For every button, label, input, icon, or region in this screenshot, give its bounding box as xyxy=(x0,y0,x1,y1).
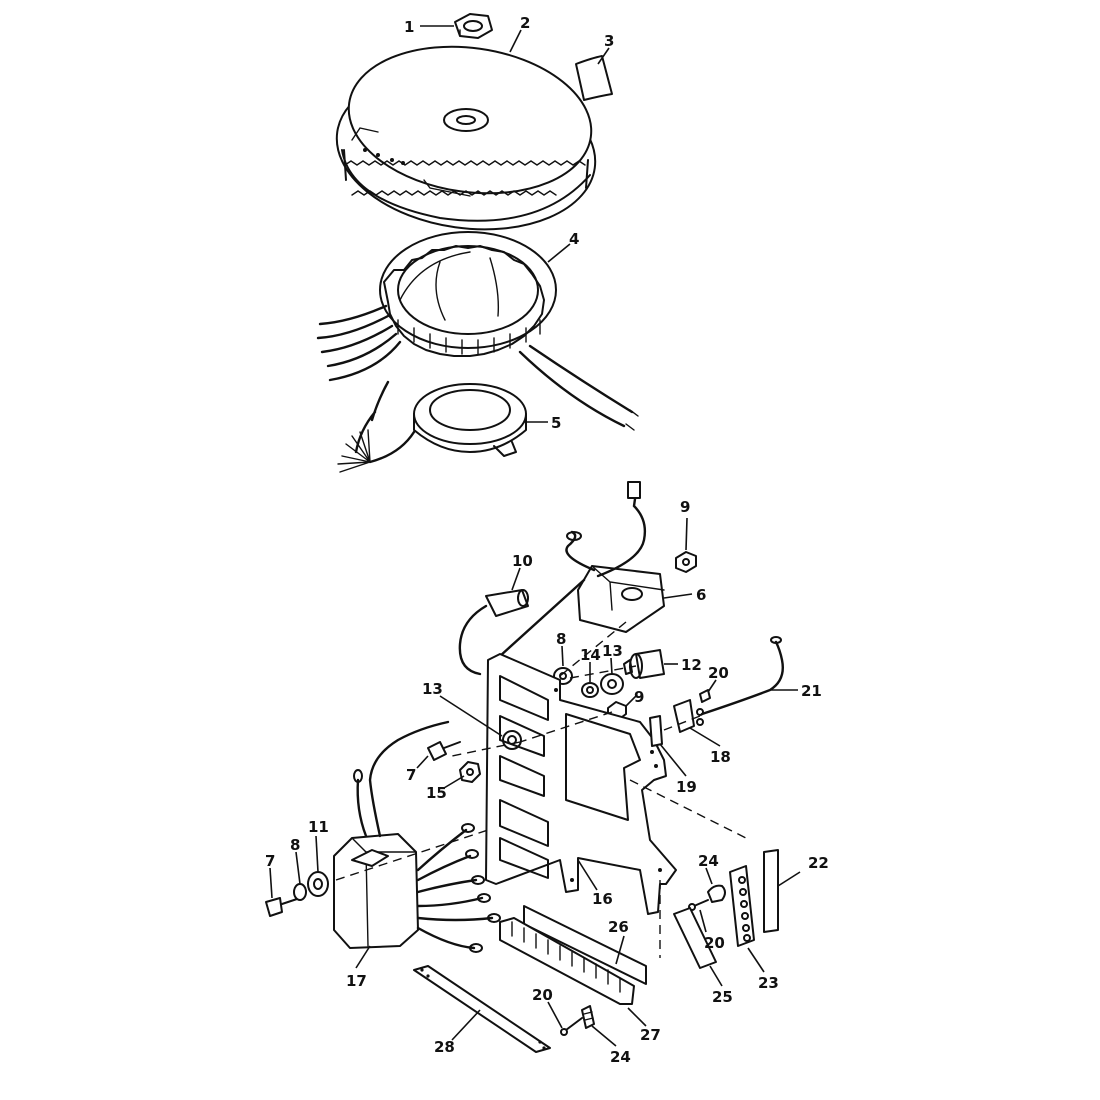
callout-9-middle: 9 xyxy=(634,688,644,706)
part-7-bolt-lower xyxy=(265,897,301,917)
part-2-flywheel xyxy=(335,45,597,231)
callout-13-upper: 13 xyxy=(602,642,623,660)
callout-15: 15 xyxy=(426,784,447,802)
part-12-temperature-sensor xyxy=(623,649,665,679)
callout-labels: 1 2 3 4 5 9 10 6 8 14 13 12 20 21 9 13 7… xyxy=(265,14,829,1066)
part-3-decal xyxy=(575,55,613,101)
callout-17: 17 xyxy=(346,972,367,990)
callout-18: 18 xyxy=(710,748,731,766)
callout-19: 19 xyxy=(676,778,697,796)
callout-7-upper: 7 xyxy=(406,766,416,784)
callout-8-upper: 8 xyxy=(556,630,566,648)
callout-23: 23 xyxy=(758,974,779,992)
part-20-screw-lower xyxy=(560,1017,583,1036)
assembly-lines xyxy=(335,621,751,958)
callout-5: 5 xyxy=(551,414,561,432)
callout-26: 26 xyxy=(608,918,629,936)
callout-28: 28 xyxy=(434,1038,455,1056)
part-24-clamp-lower xyxy=(581,1005,595,1029)
callout-20-middle: 20 xyxy=(704,934,725,952)
callout-16: 16 xyxy=(592,890,613,908)
part-13-spacer-upper xyxy=(600,673,624,695)
part-6-ignition-coil xyxy=(498,481,665,658)
part-11-grommet xyxy=(307,871,329,897)
part-4-stator xyxy=(316,231,639,431)
callout-14: 14 xyxy=(580,646,601,664)
part-7-bolt-upper xyxy=(427,741,461,761)
callout-24-upper: 24 xyxy=(698,852,719,870)
part-8-washer-lower xyxy=(293,883,307,901)
part-27-terminal-block xyxy=(499,917,635,1005)
callout-11: 11 xyxy=(308,818,329,836)
callout-1: 1 xyxy=(404,18,414,36)
callout-21: 21 xyxy=(801,682,822,700)
callout-20-upper: 20 xyxy=(708,664,729,682)
callout-20-lower: 20 xyxy=(532,986,553,1004)
part-26-label xyxy=(523,905,647,985)
callout-27: 27 xyxy=(640,1026,661,1044)
callout-3: 3 xyxy=(604,32,614,50)
callout-9-upper: 9 xyxy=(680,498,690,516)
part-19-decal xyxy=(649,715,663,747)
callout-12: 12 xyxy=(681,656,702,674)
callout-6: 6 xyxy=(696,586,706,604)
leader-lines xyxy=(269,25,801,1047)
part-22-decal xyxy=(763,849,779,933)
callout-4: 4 xyxy=(569,230,579,248)
callout-25: 25 xyxy=(712,988,733,1006)
callout-24-lower: 24 xyxy=(610,1048,631,1066)
part-10-spark-plug-boot xyxy=(458,589,529,676)
callout-7-lower: 7 xyxy=(265,852,275,870)
part-14-washer xyxy=(581,682,599,698)
part-20-screw-upper xyxy=(699,689,711,703)
part-28-strip xyxy=(413,965,551,1053)
part-15-nut xyxy=(459,761,481,783)
part-24-clamp-upper xyxy=(707,884,726,903)
part-9-nut-upper xyxy=(675,551,697,573)
callout-2: 2 xyxy=(520,14,530,32)
part-1-flywheel-nut xyxy=(454,13,493,39)
part-21-ground-wire xyxy=(700,636,784,716)
part-23-terminal-strip xyxy=(729,865,755,947)
part-25-cover xyxy=(673,907,717,969)
part-17-switch-box xyxy=(333,720,501,953)
callout-10: 10 xyxy=(512,552,533,570)
part-5-trigger xyxy=(337,380,527,473)
part-20-screw-middle xyxy=(688,899,709,911)
part-16-mounting-plate xyxy=(485,653,677,915)
callout-13-lower: 13 xyxy=(422,680,443,698)
callout-8-lower: 8 xyxy=(290,836,300,854)
callout-22: 22 xyxy=(808,854,829,872)
